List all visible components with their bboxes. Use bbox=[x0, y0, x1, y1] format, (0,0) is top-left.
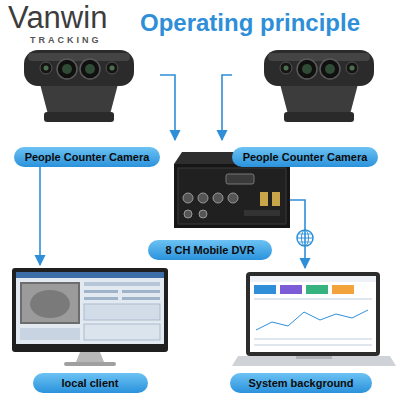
flow-arrow bbox=[39, 167, 41, 265]
device-label-pill: People Counter Camera bbox=[14, 147, 160, 167]
laptop-illustration bbox=[232, 272, 396, 366]
device-node: local client bbox=[10, 265, 170, 393]
camera-illustration bbox=[24, 50, 134, 122]
device-node: People Counter Camera bbox=[232, 45, 378, 167]
device-label-pill: System background bbox=[230, 373, 372, 393]
flow-arrow bbox=[222, 75, 232, 140]
flow-arrow bbox=[290, 200, 305, 268]
monitor-illustration bbox=[12, 268, 168, 366]
device-node: People Counter Camera bbox=[14, 45, 160, 167]
device-label-pill: People Counter Camera bbox=[232, 147, 378, 167]
diagram-title: Operating principle bbox=[140, 9, 360, 37]
device-label-pill: local client bbox=[33, 373, 148, 393]
brand-logo: Vanwin bbox=[8, 0, 107, 36]
device-label-pill: 8 CH Mobile DVR bbox=[148, 240, 272, 260]
flow-arrow bbox=[160, 75, 175, 140]
device-node: System background bbox=[230, 268, 395, 393]
brand-tagline: TRACKING bbox=[30, 35, 102, 45]
camera-illustration bbox=[264, 50, 374, 122]
